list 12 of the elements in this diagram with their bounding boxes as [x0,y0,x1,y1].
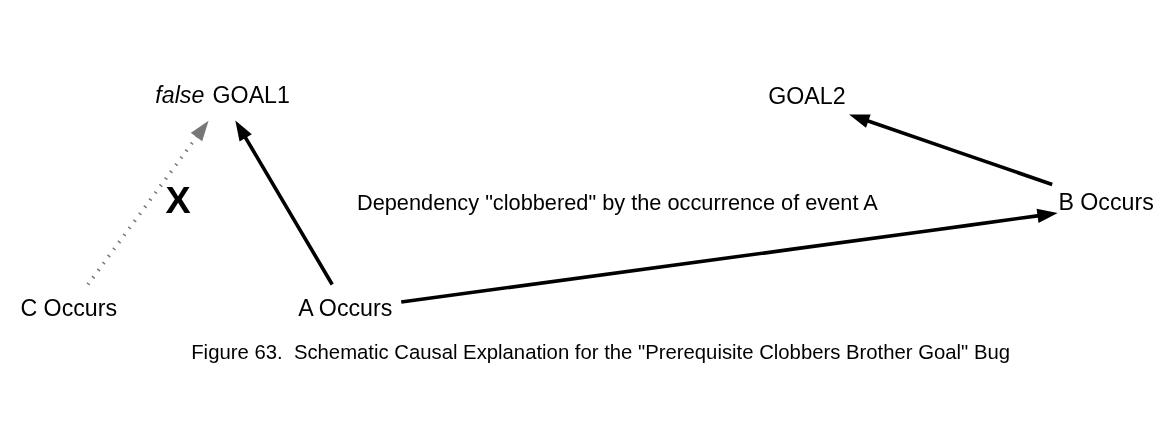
arrow [849,113,1053,186]
edge-label: X [165,178,191,221]
caption: Figure 63. Schematic Causal Explanation for the "Prerequisite Clobbers Brother Goal" Bug [191,340,1011,363]
arrow [86,120,209,286]
node-text: B Occurs [1058,188,1154,215]
node-text: GOAL2 [768,82,846,109]
node-text: false GOAL1 [155,81,290,108]
label: Dependency "clobbered" by the occurrence of event A [356,189,878,215]
node-text: C Occurs [20,294,118,321]
arrow [400,208,1058,304]
node-text: A Occurs [298,294,393,321]
arrow [235,119,334,285]
